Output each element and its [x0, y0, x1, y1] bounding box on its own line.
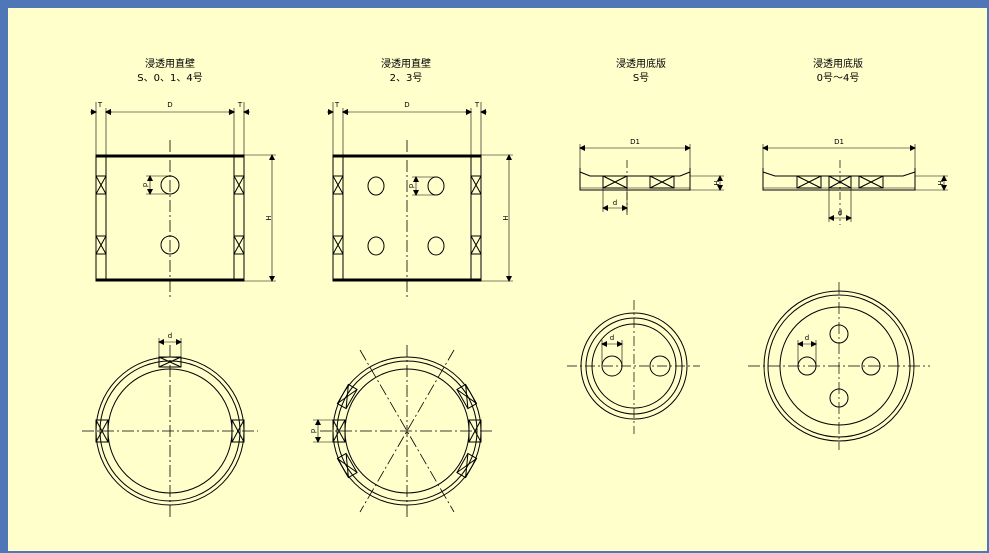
base-04-section	[762, 144, 948, 225]
title-text: 浸透用直壁	[145, 59, 195, 70]
dim-h-label: H	[936, 180, 944, 185]
dim-d-label: D	[404, 101, 409, 109]
section-title-base-04: 浸透用底版 0号～4号	[758, 58, 918, 86]
dim-d-small-label: d	[168, 332, 172, 340]
wall-plan-2	[313, 345, 494, 517]
subtitle-text: S号	[632, 73, 650, 84]
section-title-wall-s014: 浸透用直壁 S、0、1、4号	[90, 58, 250, 86]
dim-h-label: H	[712, 180, 720, 185]
dim-t-label: T	[97, 101, 103, 109]
dim-t-label: T	[237, 101, 243, 109]
title-text: 浸透用底版	[813, 59, 863, 70]
wall-elevation-1	[90, 102, 276, 298]
dim-d1-label: D1	[834, 138, 844, 146]
dimension-labels: T D T T D T H H d d D1 D1 H H d d d d d …	[97, 101, 944, 433]
base-04-plan	[748, 282, 930, 450]
dim-d-small-label: d	[613, 199, 617, 207]
dim-h-label: H	[501, 215, 509, 220]
dim-d-small-label: d	[309, 429, 317, 433]
dim-d-small-label: d	[407, 184, 415, 188]
dim-d-small-label: d	[610, 334, 614, 342]
dim-d-small-label: d	[805, 334, 809, 342]
subtitle-text: 0号～4号	[816, 73, 860, 84]
dim-d-label: D	[167, 101, 172, 109]
section-title-wall-23: 浸透用直壁 2、3号	[326, 58, 486, 86]
dim-t-label: T	[334, 101, 340, 109]
base-s-plan	[567, 300, 700, 434]
wall-plan-1	[82, 338, 258, 517]
subtitle-text: 2、3号	[389, 73, 423, 84]
dim-d-small-label: d	[141, 183, 149, 187]
title-text: 浸透用底版	[616, 59, 666, 70]
dim-t-label: T	[474, 101, 480, 109]
dim-h-label: H	[264, 215, 272, 220]
section-title-base-s: 浸透用底版 S号	[561, 58, 721, 86]
title-text: 浸透用直壁	[381, 59, 431, 70]
dim-d1-label: D1	[630, 138, 640, 146]
dim-d-small-label: d	[838, 209, 842, 217]
base-s-section	[579, 144, 724, 215]
wall-elevation-2	[327, 102, 513, 298]
subtitle-text: S、0、1、4号	[137, 73, 203, 84]
